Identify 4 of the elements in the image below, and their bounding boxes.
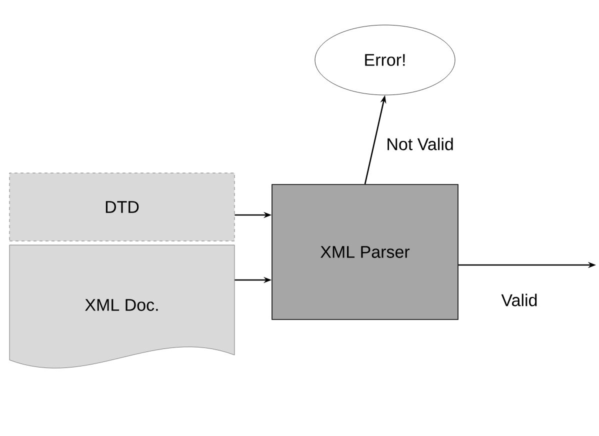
document-box: DTD	[9, 172, 235, 242]
edge-label: Valid	[500, 292, 539, 308]
edge-label: Not Valid	[385, 136, 455, 152]
parser-box: XML Parser	[272, 184, 458, 320]
